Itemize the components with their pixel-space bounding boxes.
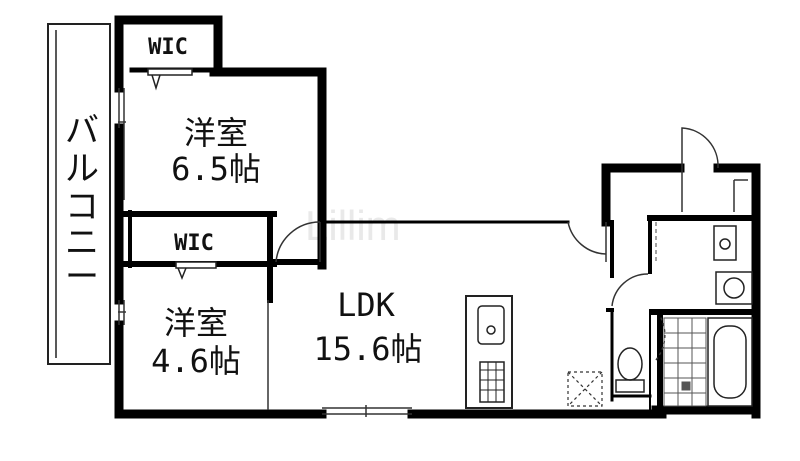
toilet <box>615 347 645 393</box>
balcony-label-5: ー <box>65 257 99 297</box>
balcony-label-3: コ <box>65 187 99 227</box>
washbasin <box>713 225 737 261</box>
room2-size: 4.6帖 <box>151 342 241 380</box>
kitchen-counter <box>465 295 513 409</box>
room1-name: 洋室 <box>184 114 248 152</box>
balcony: バ ル コ ニ ー <box>47 23 111 365</box>
balcony-label-1: バ <box>65 111 99 151</box>
washing-machine-space <box>715 271 753 305</box>
room1-size: 6.5帖 <box>171 150 261 188</box>
wic-door-marks <box>147 68 217 281</box>
wic-mid-label: WIC <box>174 231 214 256</box>
bathroom-tiles <box>663 317 707 407</box>
ldk-size: 15.6帖 <box>313 330 422 368</box>
room2-name: 洋室 <box>164 304 228 342</box>
fridge-space <box>567 371 603 407</box>
balcony-label-4: ニ <box>65 223 99 263</box>
thin-lines <box>118 88 748 417</box>
bathtub <box>707 317 753 407</box>
balcony-label-2: ル <box>65 149 99 189</box>
walls <box>114 15 761 419</box>
ldk-name: LDK <box>337 286 396 324</box>
wic-top-label: WIC <box>148 35 188 60</box>
